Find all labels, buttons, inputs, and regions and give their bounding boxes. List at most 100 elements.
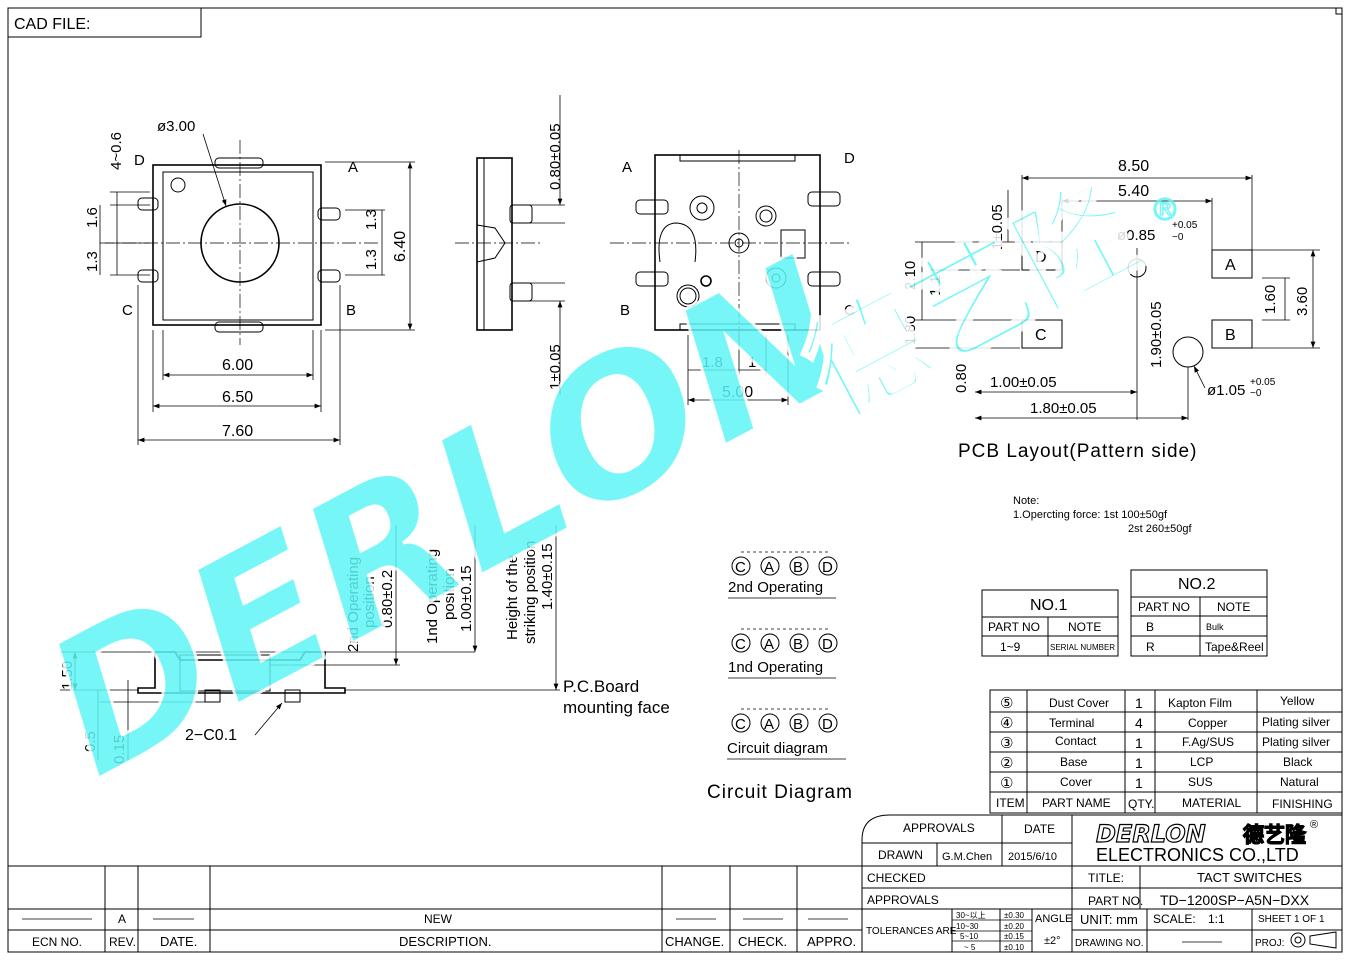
tb-scale-label: SCALE:: [1153, 912, 1196, 926]
hole-dim: ø3.00: [157, 118, 195, 135]
op2-b: position: [361, 576, 378, 628]
no2-r2-c1: R: [1146, 640, 1155, 654]
bom-r1-mat: Kapton Film: [1168, 696, 1232, 710]
tol-r2-val: ±0.20: [1004, 922, 1025, 931]
op2-a: 2nd Operating: [345, 557, 362, 652]
profile-0-5: 0.5: [82, 731, 99, 752]
tb-angle-label: ANGLE: [1035, 913, 1072, 925]
no2-title: NO.2: [1178, 576, 1215, 593]
tb-drawn: DRAWN: [878, 848, 923, 862]
no1-title: NO.1: [1030, 597, 1067, 614]
profile-1-50: 1.50: [59, 661, 76, 690]
company-logo: DERLON 德艺隆 ®: [1095, 819, 1318, 849]
pin-c-label: C: [122, 302, 133, 319]
logo-cjk: 德艺隆: [1243, 823, 1307, 847]
bom-row: ⑤ Dust Cover 1 Kapton Film Yellow: [1000, 694, 1315, 712]
bom-r3-fin: Plating silver: [1262, 735, 1330, 749]
tol-r4-val: ±0.10: [1004, 943, 1025, 952]
bv-dim-5: 5.00: [722, 384, 753, 401]
op1-c: 1.00±0.15: [458, 565, 475, 632]
op2-c: 0.80±0.2: [379, 570, 396, 628]
note-line2: 2st 260±50gf: [1128, 523, 1192, 535]
cad-label-box: [7, 7, 202, 38]
logo-reg: ®: [1310, 819, 1318, 831]
pcb-hole-big-tol: +0.05: [1250, 377, 1276, 388]
pcb-hole-small: ø0.85: [1117, 227, 1155, 244]
pin-a-label: A: [348, 159, 358, 176]
rev-h-check: CHECK.: [738, 934, 787, 949]
pin-b-label: B: [346, 302, 356, 319]
pcb-1-90: 1.90±0.05: [1148, 301, 1165, 368]
top-view: D A C B ø3.00 4~0.6 1.6 1.3 1.3 1.3 6.40…: [84, 118, 415, 445]
bom-r3-item: ③: [1000, 734, 1013, 752]
pcb-1-80: 1.80: [902, 316, 919, 345]
pcb-1-005: 1±0.05: [989, 204, 1006, 250]
tb-title-label: TITLE:: [1088, 871, 1124, 885]
profile-0-15: 0.15: [111, 735, 128, 764]
switch-body: [152, 164, 322, 326]
side-top-dim: 0.80±0.05: [547, 123, 564, 190]
pad-c: C: [1035, 327, 1047, 344]
no2-col-note: NOTE: [1217, 600, 1250, 614]
tb-checked: CHECKED: [867, 871, 926, 885]
tb-date: DATE: [1024, 822, 1055, 836]
tb-approvals: APPROVALS: [903, 821, 975, 835]
no1-col-note: NOTE: [1068, 620, 1101, 634]
dim-1-3-right-top: 1.3: [363, 209, 380, 230]
pcb-hole-big-tol2: −0: [1250, 388, 1262, 399]
bv-dim-1-8: 1.8: [702, 354, 723, 371]
circuit-label-2: 1nd Operating: [728, 659, 823, 676]
bom-r1-fin: Yellow: [1280, 694, 1315, 708]
tb-part-label: PART NO.: [1088, 894, 1143, 908]
bom-r5-item: ①: [1000, 774, 1013, 792]
pad-d: D: [1035, 249, 1047, 266]
tol-r3-range: 5~10: [960, 932, 979, 941]
op1-a: 1nd Operating: [424, 549, 441, 644]
circuit-1: C A B D 2nd Operating: [728, 551, 838, 599]
pcb-hole-small-tol2: −0: [1172, 232, 1184, 243]
c2-pin-c: C: [735, 636, 746, 653]
bom-r3-mat: F.Ag/SUS: [1182, 735, 1234, 749]
bom-row: ① Cover 1 SUS Natural: [1000, 774, 1319, 792]
pcb-face-b: mounting face: [563, 698, 670, 717]
pcb-layout: D A C B 8.50 5.40 1±0.05 2.10 1.1 1.80 0…: [902, 158, 1320, 462]
title-block: APPROVALS DATE DRAWN G.M.Chen 2015/6/10 …: [8, 814, 1342, 952]
c2-pin-d: D: [822, 636, 833, 653]
rev-h-appro: APPRO.: [807, 934, 856, 949]
circuit-3: C A B D Circuit diagram: [727, 708, 846, 760]
tb-drawing-no: DRAWING NO.: [1075, 938, 1144, 949]
sheet-border: [7, 7, 1343, 953]
tb-drawn-date: 2015/6/10: [1008, 851, 1057, 863]
bom-table: ⑤ Dust Cover 1 Kapton Film Yellow ④ Term…: [989, 689, 1343, 814]
circuit-label-3: Circuit diagram: [727, 740, 828, 757]
pcb-1-00: 1.00±0.05: [990, 374, 1057, 391]
circuit-2: C A B D 1nd Operating: [728, 628, 838, 679]
c1-pin-b: B: [793, 559, 803, 576]
pcb-1-80-005: 1.80±0.05: [1030, 400, 1097, 417]
bom-h-item: ITEM: [996, 796, 1025, 810]
pad-b: B: [1225, 327, 1236, 344]
no2-r1-c1: B: [1146, 620, 1154, 634]
bom-r4-name: Base: [1060, 755, 1088, 769]
bom-r1-qty: 1: [1135, 695, 1143, 711]
pcb-1-1: 1.1: [927, 275, 944, 296]
rev-h-ecn: ECN NO.: [32, 935, 82, 949]
strike-a: Height of the: [504, 555, 521, 640]
tol-r1-val: ±0.30: [1004, 911, 1025, 920]
chamfer-label: 2−C0.1: [185, 727, 237, 744]
height-dim: 6.40: [392, 231, 409, 262]
rev-h-date: DATE.: [160, 934, 197, 949]
circuit-label-1: 2nd Operating: [728, 579, 823, 596]
cad-label: CAD FILE:: [14, 16, 90, 33]
tb-unit: UNIT: mm: [1080, 912, 1138, 927]
bom-r2-qty: 4: [1135, 715, 1143, 731]
watermark-latin: DERLON: [12, 217, 883, 820]
bom-r4-mat: LCP: [1190, 755, 1213, 769]
tb-drawn-by: G.M.Chen: [942, 851, 992, 863]
rev-row-desc: NEW: [424, 912, 453, 926]
tb-angle-value: ±2°: [1044, 935, 1061, 947]
strike-c: 1.40±0.15: [539, 543, 556, 610]
pcb-0-80: 0.80: [953, 364, 970, 393]
bom-row: ③ Contact 1 F.Ag/SUS Plating silver: [1000, 734, 1330, 752]
rev-h-change: CHANGE.: [665, 934, 724, 949]
